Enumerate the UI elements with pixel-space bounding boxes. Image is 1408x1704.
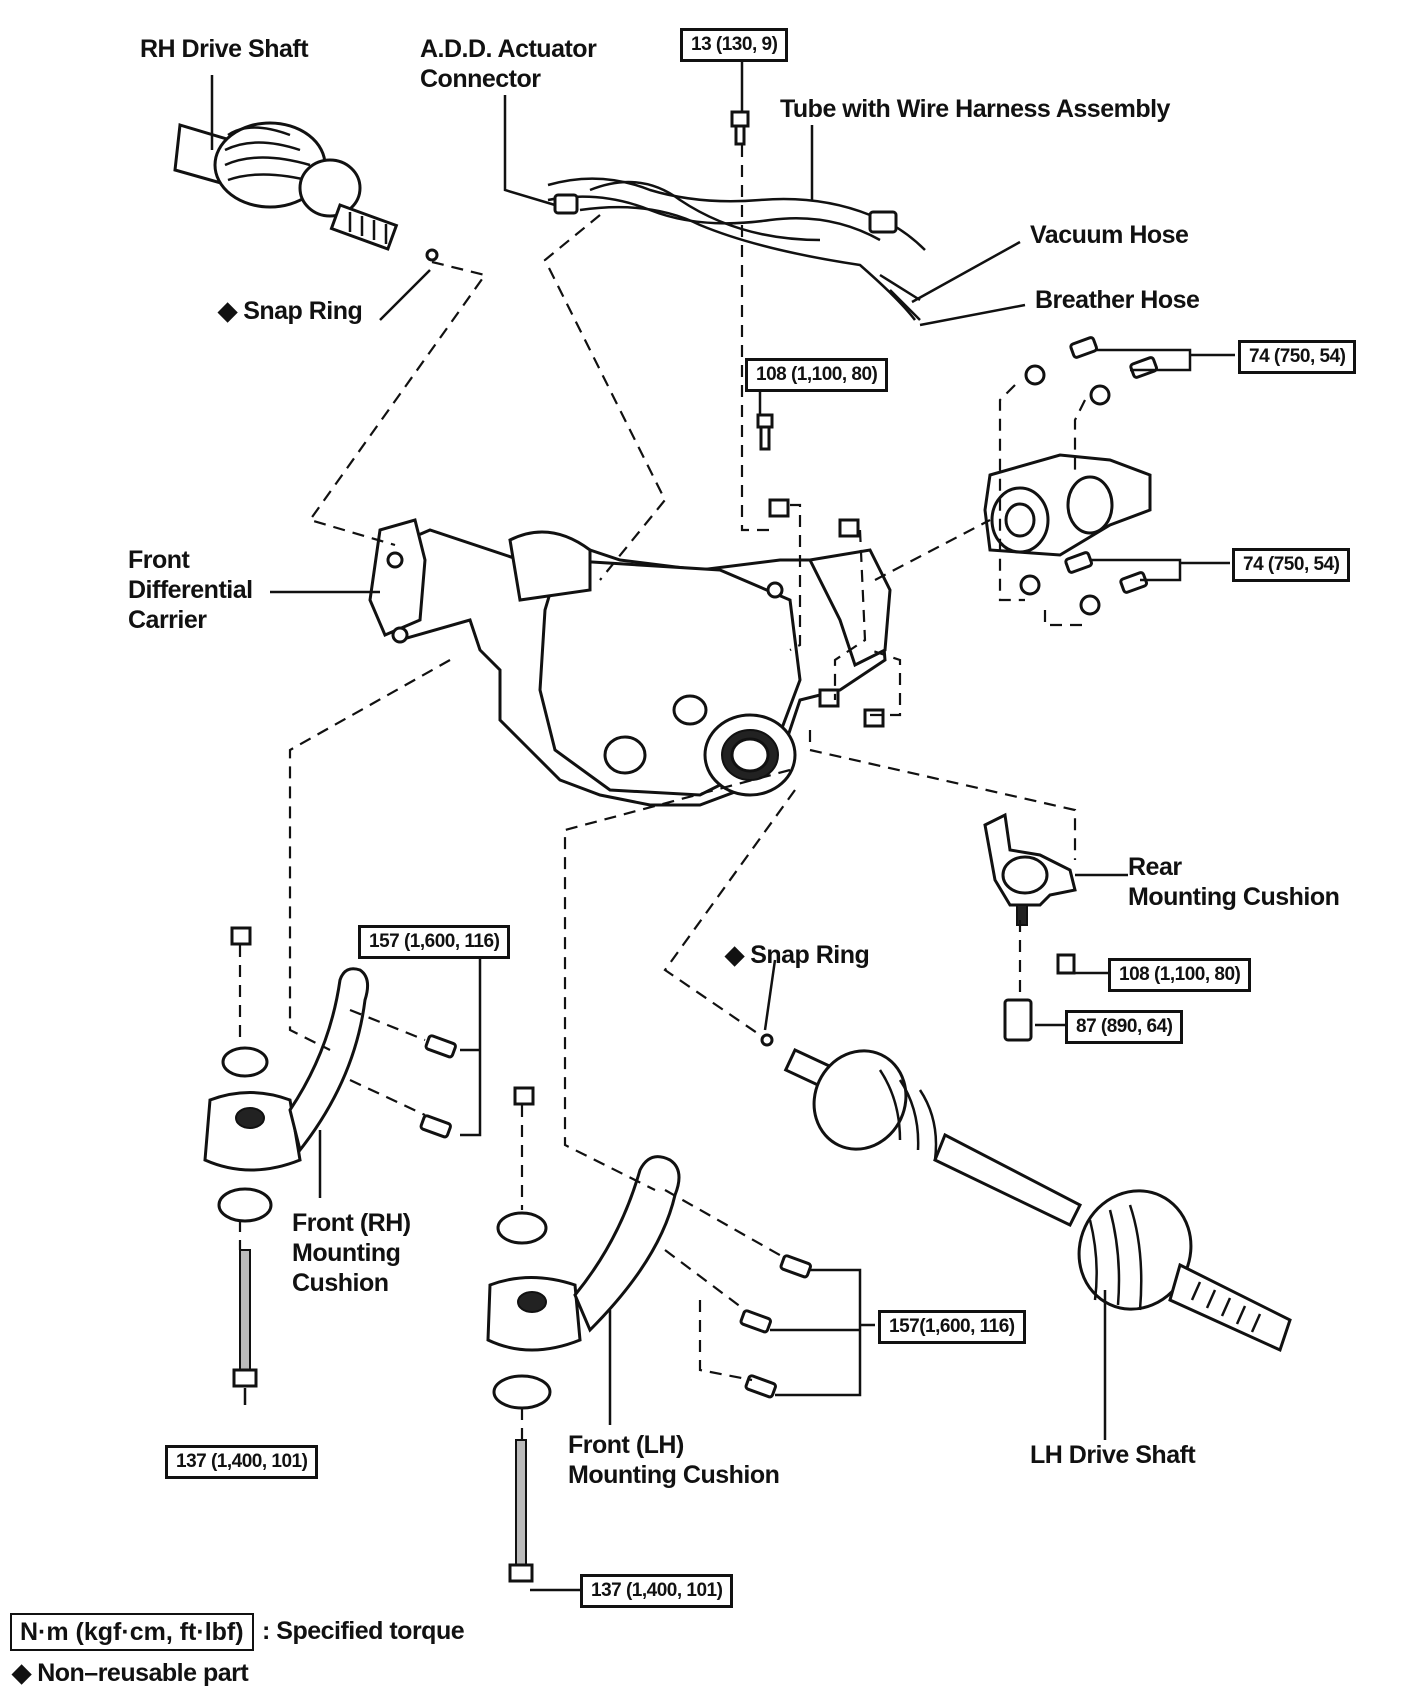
front-rh-cushion-drawing [203, 926, 457, 1388]
torque-137-lh: 137 (1,400, 101) [580, 1574, 734, 1608]
front-lh-cushion-drawing [486, 1086, 812, 1583]
rh-drive-shaft-drawing [173, 121, 439, 262]
legend-non-reusable-text: Non–reusable part [37, 1659, 249, 1687]
torque-74-lower: 74 (750, 54) [1232, 548, 1351, 582]
label-tube-harness: Tube with Wire Harness Assembly [780, 95, 1170, 123]
label-breather-hose: Breather Hose [1035, 286, 1200, 314]
non-reusable-diamond-icon: ◆ [12, 1659, 31, 1687]
legend-unit-box: N·m (kgf·cm, ft·lbf) [10, 1613, 254, 1651]
label-front-lh-2: Mounting Cushion [568, 1461, 780, 1489]
lh-drive-shaft-drawing [760, 1033, 1292, 1353]
non-reusable-diamond-icon: ◆ [725, 941, 744, 969]
tube-harness-drawing [547, 177, 926, 321]
label-front-diff-2: Differential [128, 576, 253, 604]
label-vacuum-hose: Vacuum Hose [1030, 221, 1189, 249]
non-reusable-diamond-icon: ◆ [218, 297, 237, 325]
torque-87: 87 (890, 64) [1065, 1010, 1184, 1044]
torque-108-top: 108 (1,100, 80) [745, 358, 889, 392]
torque-13: 13 (130, 9) [680, 28, 789, 62]
side-flange-drawing [983, 336, 1158, 616]
label-front-rh-2: Mounting [292, 1239, 401, 1267]
leader-lines [210, 60, 1235, 1592]
label-snap-ring-top: ◆ Snap Ring [218, 296, 363, 326]
label-front-diff-3: Carrier [128, 606, 207, 634]
alignment-lines [238, 145, 1086, 1440]
torque-74-upper: 74 (750, 54) [1238, 340, 1357, 374]
differential-carrier-drawing [368, 413, 892, 807]
torque-157-lh: 157(1,600, 116) [878, 1310, 1026, 1344]
label-front-rh-3: Cushion [292, 1269, 389, 1297]
snap-ring-top-text: Snap Ring [243, 297, 363, 325]
label-rear-cushion-1: Rear [1128, 853, 1182, 881]
torque-157-rh: 157 (1,600, 116) [358, 925, 511, 959]
torque-137-rh: 137 (1,400, 101) [165, 1445, 319, 1479]
label-rear-cushion-2: Mounting Cushion [1128, 883, 1340, 911]
snap-ring-bottom-text: Snap Ring [750, 941, 870, 969]
legend-unit-text: : Specified torque [262, 1617, 465, 1645]
legend-non-reusable: ◆ Non–reusable part [12, 1658, 249, 1688]
label-front-rh-1: Front (RH) [292, 1209, 411, 1237]
label-add-actuator-connector: Connector [420, 65, 541, 93]
label-front-lh-1: Front (LH) [568, 1431, 684, 1459]
label-rh-drive-shaft: RH Drive Shaft [140, 35, 309, 63]
label-add-actuator: A.D.D. Actuator [420, 35, 597, 63]
rear-cushion-drawing [983, 812, 1077, 1042]
label-snap-ring-bottom: ◆ Snap Ring [725, 940, 870, 970]
label-lh-drive-shaft: LH Drive Shaft [1030, 1441, 1196, 1469]
label-front-diff-1: Front [128, 546, 190, 574]
torque-108-rear: 108 (1,100, 80) [1108, 958, 1252, 992]
bolt-13-drawing [730, 110, 750, 146]
